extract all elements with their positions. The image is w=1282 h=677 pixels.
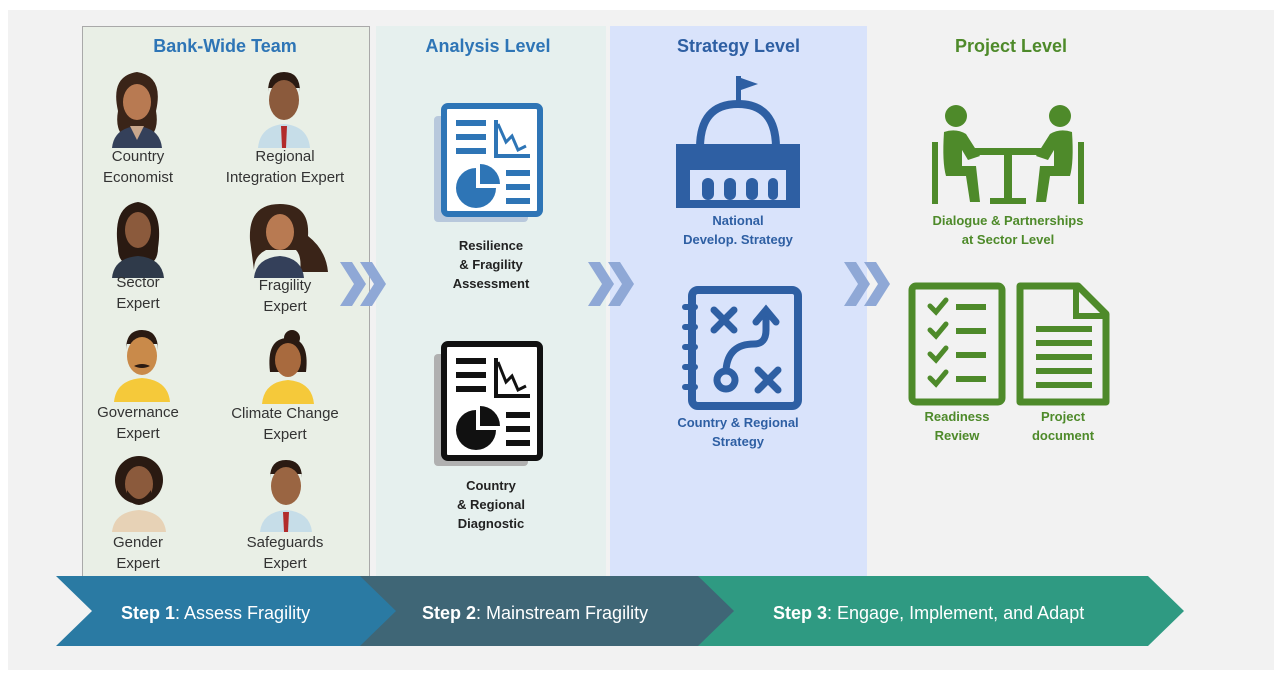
regional-integration-avatar bbox=[258, 72, 310, 148]
governance-expert-avatar bbox=[114, 330, 170, 402]
climate-change-expert-avatar bbox=[262, 330, 314, 404]
sector-expert-avatar bbox=[112, 202, 164, 278]
project-title: Project Level bbox=[954, 36, 1068, 56]
strategy-panel bbox=[610, 26, 867, 586]
project-document-icon bbox=[1016, 282, 1110, 406]
diagnostic-document-icon bbox=[434, 341, 543, 466]
strategy-plan-icon bbox=[682, 286, 802, 410]
country-economist-avatar bbox=[112, 72, 162, 148]
safeguards-expert-avatar bbox=[260, 460, 312, 532]
team-title: Bank-Wide Team bbox=[153, 36, 297, 56]
double-chevron-icon bbox=[588, 262, 634, 306]
diagram-canvas: Bank-Wide Team Analysis Level Strategy L… bbox=[8, 10, 1274, 670]
strategy-title: Strategy Level bbox=[676, 36, 801, 56]
double-chevron-icon bbox=[340, 262, 386, 306]
step-2-arrow bbox=[350, 576, 734, 646]
step-3-label: Step 3: Engage, Implement, and Adapt bbox=[773, 603, 1085, 623]
analysis-title: Analysis Level bbox=[425, 36, 551, 56]
dialogue-meeting-icon bbox=[932, 105, 1084, 204]
fragility-expert-avatar bbox=[249, 204, 328, 278]
step-1-arrow bbox=[56, 576, 396, 646]
checklist-icon bbox=[908, 282, 1006, 406]
report-document-icon bbox=[434, 103, 543, 222]
step-3-arrow bbox=[688, 576, 1184, 646]
step-2-label: Step 2: Mainstream Fragility bbox=[422, 603, 649, 623]
gender-expert-avatar bbox=[112, 456, 166, 532]
step-banner bbox=[56, 576, 1184, 646]
government-building-icon bbox=[676, 76, 800, 208]
step-1-label: Step 1: Assess Fragility bbox=[121, 603, 311, 623]
double-chevron-icon bbox=[844, 262, 890, 306]
